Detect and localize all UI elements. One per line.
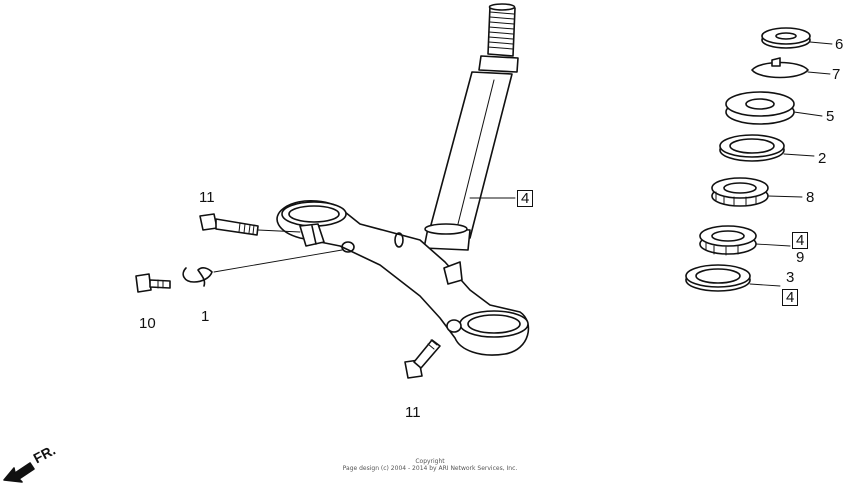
callout-5: 5: [826, 108, 835, 125]
dust-seal-2: [719, 134, 815, 162]
callout-8: 8: [806, 189, 815, 206]
front-arrow-icon: [3, 462, 35, 483]
callout-9: 9: [796, 249, 805, 266]
steering-stem: [423, 3, 519, 251]
callout-1: 1: [201, 308, 210, 325]
copyright-line-1: Copyright: [415, 458, 445, 465]
bearing-8: [711, 177, 803, 207]
callout-3: 3: [786, 269, 795, 286]
callout-11-top: 11: [199, 189, 215, 206]
bearing-9: [699, 225, 791, 256]
bolt-11-top: [199, 213, 259, 236]
callout-6: 6: [835, 36, 844, 53]
copyright-line-2: Page design (c) 2004 - 2014 by ARI Netwo…: [342, 465, 518, 472]
bolt-10: [135, 273, 171, 293]
copyright-notice: Copyright Page design (c) 2004 - 2014 by…: [320, 458, 540, 472]
dust-seal-3: [685, 264, 781, 292]
lock-washer-7: [751, 57, 831, 79]
callout-4-lower: 4: [782, 289, 799, 306]
callout-4-stem: 4: [517, 190, 534, 207]
callout-10: 10: [139, 315, 156, 332]
steering-bracket: [276, 199, 530, 356]
callout-11-bottom: 11: [405, 404, 421, 421]
callout-2: 2: [818, 150, 827, 167]
lock-nut-6: [761, 27, 833, 49]
callout-7: 7: [832, 66, 841, 83]
clip-1: [182, 267, 213, 287]
bolt-11-bottom: [404, 339, 441, 379]
callout-4-upper: 4: [792, 232, 809, 249]
adjusting-nut-5: [725, 91, 823, 125]
